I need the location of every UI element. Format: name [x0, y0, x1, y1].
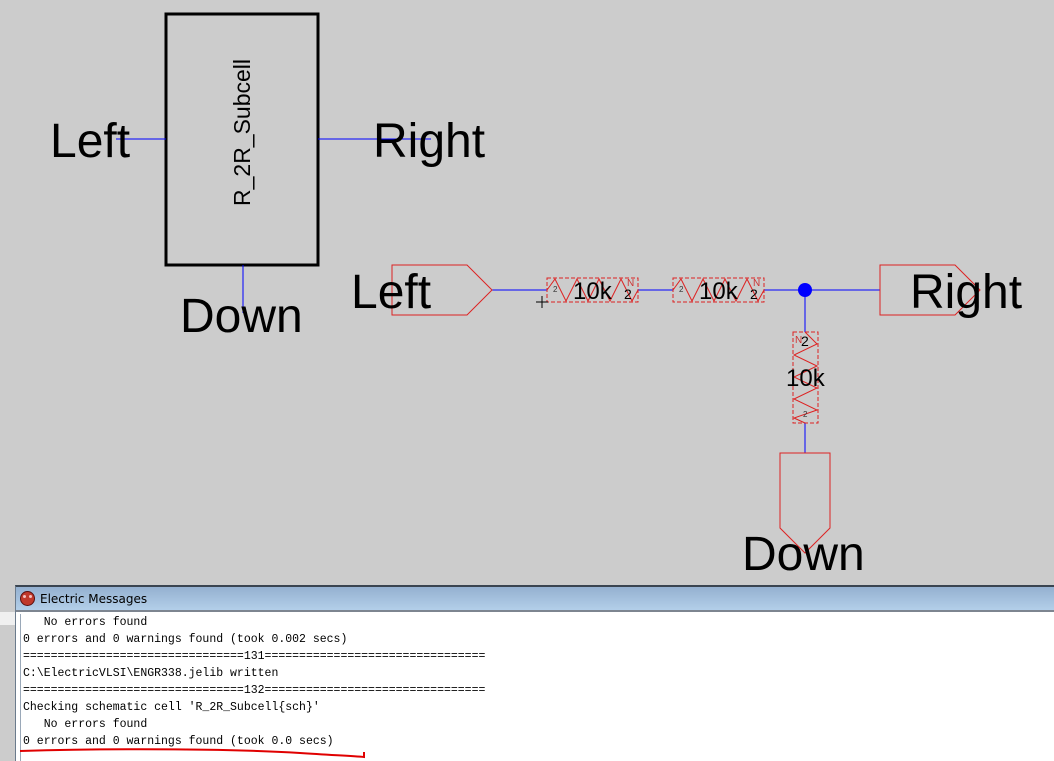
message-line: ================================131=====…	[23, 650, 486, 663]
icon-cell-name: R_2R_Subcell	[229, 59, 255, 206]
resistor-2-zigzag	[672, 277, 765, 303]
resistor-1[interactable]: 10k 2 2 N	[546, 277, 639, 305]
icon-port-down-label: Down	[180, 290, 303, 343]
junction-dot[interactable]	[798, 283, 812, 297]
resistor-1-value: 10k	[573, 278, 613, 305]
resistor-3-marker: N	[795, 335, 802, 346]
background-strip	[0, 585, 15, 761]
resistor-3-zigzag	[792, 331, 819, 424]
pin-left[interactable]: Left	[351, 264, 493, 319]
pin-right[interactable]: Right	[879, 264, 1022, 319]
messages-title-bar[interactable]: Electric Messages	[16, 587, 1054, 612]
resistor-3-pin-b: 2	[801, 333, 809, 349]
resistor-1-pin-a: 2	[553, 285, 558, 294]
schematic-canvas[interactable]: Left Right Down R_2R_Subcell Left Right …	[0, 0, 1054, 585]
crosshair-cursor	[536, 296, 548, 308]
message-line: 0 errors and 0 warnings found (took 0.00…	[23, 633, 348, 646]
message-line: No errors found	[23, 718, 148, 731]
pin-down-shape[interactable]	[779, 452, 831, 554]
resistor-3-value: 10k	[786, 365, 826, 392]
pin-left-shape[interactable]	[391, 264, 493, 316]
message-line: No errors found	[23, 616, 148, 629]
message-line: Checking schematic cell 'R_2R_Subcell{sc…	[23, 701, 320, 714]
message-line: 0 errors and 0 warnings found (took 0.0 …	[23, 735, 334, 748]
resistor-1-marker: N	[627, 278, 634, 289]
resistor-3-pin-a: 2	[803, 410, 808, 419]
electric-app-icon	[20, 591, 35, 606]
resistor-2[interactable]: 10k 2 2 N	[672, 277, 765, 305]
resistor-2-marker: N	[753, 278, 760, 289]
messages-text-area[interactable]: No errors found 0 errors and 0 warnings …	[20, 614, 1054, 761]
messages-window[interactable]: Electric Messages No errors found 0 erro…	[15, 585, 1054, 761]
resistor-1-pin-b: 2	[624, 286, 632, 302]
pin-down-label: Down	[742, 528, 865, 581]
resistor-2-pin-b: 2	[750, 286, 758, 302]
pin-right-shape[interactable]	[879, 264, 981, 316]
icon-cell-r2r-subcell[interactable]: Left Right Down R_2R_Subcell	[50, 12, 485, 343]
pin-left-label: Left	[351, 266, 431, 319]
wires	[492, 283, 880, 453]
pin-down[interactable]: Down	[742, 452, 865, 581]
message-line: C:\ElectricVLSI\ENGR338.jelib written	[23, 667, 279, 680]
resistor-2-value: 10k	[699, 278, 739, 305]
resistor-3[interactable]: 10k 2 2 N	[786, 331, 826, 424]
messages-title: Electric Messages	[40, 591, 148, 606]
resistor-1-zigzag	[546, 277, 639, 303]
icon-port-left-label: Left	[50, 115, 130, 168]
message-line: ================================132=====…	[23, 684, 486, 697]
pin-right-label: Right	[910, 266, 1022, 319]
resistor-2-pin-a: 2	[679, 285, 684, 294]
icon-port-right-label: Right	[373, 115, 485, 168]
